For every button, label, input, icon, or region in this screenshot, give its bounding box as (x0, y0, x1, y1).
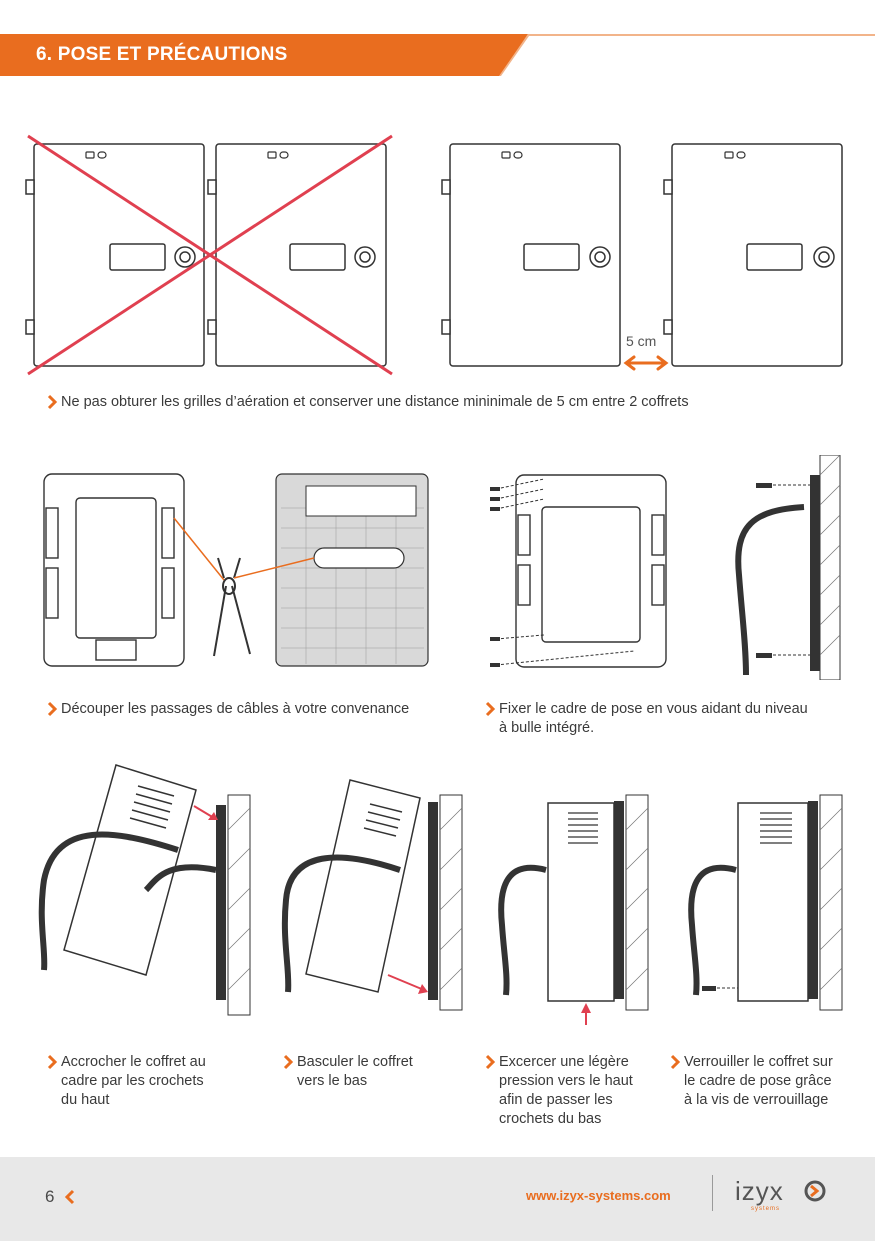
page-footer (0, 1157, 875, 1241)
step4-illustration (688, 794, 843, 1011)
cable-cut-illustration (43, 473, 429, 667)
caption-cable-cut: Découper les passages de câbles à votre … (47, 700, 409, 719)
step3-illustration (498, 794, 649, 1025)
svg-text:izyx: izyx (735, 1176, 784, 1206)
chevron-right-icon (47, 701, 58, 717)
chevron-right-icon (485, 701, 496, 717)
caption-frame-fix: Fixer le cadre de pose en vous aidant du… (485, 700, 808, 738)
caption-step2: Basculer le coffret vers le bas (283, 1053, 413, 1091)
caption-step3: Excercer une légère pression vers le hau… (485, 1053, 633, 1129)
chevron-left-icon (64, 1189, 75, 1205)
caption-step1: Accrocher le coffret au cadre par les cr… (47, 1053, 206, 1110)
frame-fix-illustration (490, 455, 841, 680)
spacing-illustration (25, 134, 843, 376)
step1-illustration (38, 764, 251, 1016)
page-number: 6 (45, 1187, 55, 1206)
svg-text:systems: systems (751, 1206, 780, 1212)
section-header-band (0, 34, 875, 76)
chevron-right-icon (485, 1054, 496, 1070)
step2-illustration (281, 779, 463, 1011)
chevron-right-icon (47, 394, 58, 410)
spacing-dimension-label: 5 cm (626, 333, 657, 349)
website-link[interactable]: www.izyx-systems.com (526, 1188, 671, 1203)
footer-divider (712, 1175, 713, 1211)
chevron-right-icon (670, 1054, 681, 1070)
caption-spacing: Ne pas obturer les grilles d’aération et… (47, 393, 689, 412)
chevron-right-icon (283, 1054, 294, 1070)
caption-step4: Verrouiller le coffret sur le cadre de p… (670, 1053, 833, 1110)
izyx-logo: izyx systems (735, 1176, 826, 1212)
section-title: 6. POSE ET PRÉCAUTIONS (36, 44, 288, 65)
chevron-right-icon (47, 1054, 58, 1070)
